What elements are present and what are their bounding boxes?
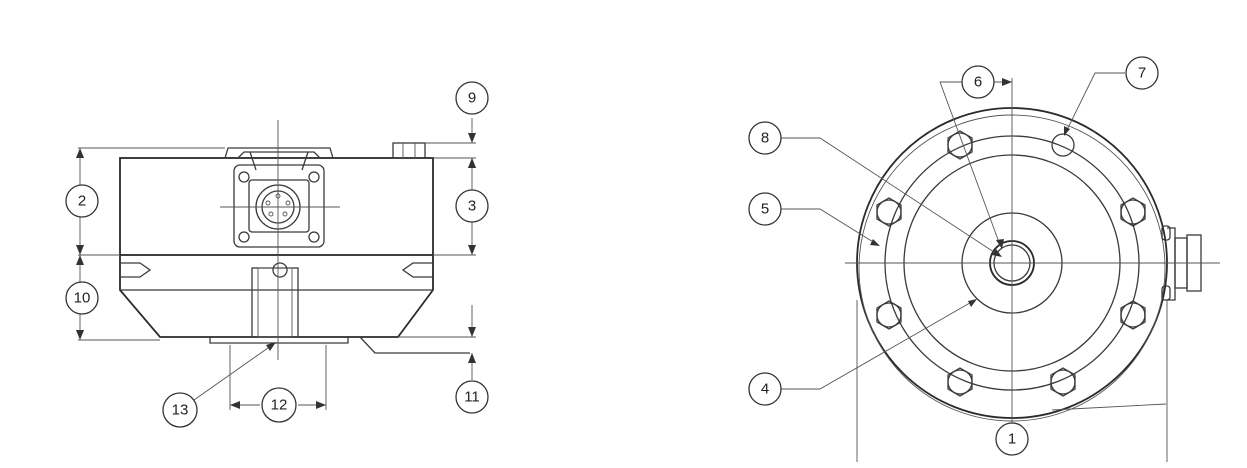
side-handle-legs <box>249 151 309 171</box>
dim-6-diagonal <box>939 81 1001 246</box>
callout-8: 8 <box>748 121 782 155</box>
callout-9: 9 <box>455 81 489 115</box>
plan-bolt <box>947 367 973 397</box>
side-top-handle-inner <box>237 151 321 159</box>
svg-text:11: 11 <box>464 389 480 406</box>
svg-text:2: 2 <box>78 193 86 210</box>
side-view: 9 2 3 10 11 12 13 <box>65 81 489 428</box>
plan-bolt <box>1120 300 1146 330</box>
leader-8 <box>780 137 1001 257</box>
callout-5: 5 <box>748 192 782 226</box>
callout-7: 7 <box>1125 56 1159 90</box>
callout-11: 11 <box>455 380 489 414</box>
callout-10: 10 <box>65 281 99 315</box>
callout-6: 6 <box>961 65 995 99</box>
leader-5 <box>780 208 879 246</box>
plan-bolt <box>876 197 902 227</box>
plan-connector-body <box>1167 227 1176 301</box>
side-center-bore <box>251 267 299 338</box>
side-foot-step <box>359 336 470 354</box>
svg-text:3: 3 <box>468 198 476 215</box>
side-bore-hole <box>272 262 288 278</box>
plan-open-hole <box>1051 133 1075 157</box>
svg-text:13: 13 <box>172 402 189 419</box>
side-top-bolt <box>392 142 426 159</box>
side-top-handle <box>224 147 334 159</box>
plan-view: 6 7 8 5 4 1 <box>748 56 1220 462</box>
svg-text:12: 12 <box>271 397 288 414</box>
plan-bolt <box>947 130 973 160</box>
callout-12: 12 <box>261 387 297 423</box>
side-foot <box>209 337 349 344</box>
callout-3: 3 <box>455 189 489 223</box>
svg-text:10: 10 <box>74 290 91 307</box>
leader-13 <box>193 342 276 401</box>
callout-2: 2 <box>65 184 99 218</box>
svg-text:8: 8 <box>761 130 769 147</box>
svg-text:7: 7 <box>1138 65 1146 82</box>
plan-bolt <box>1050 367 1076 397</box>
svg-text:4: 4 <box>761 381 769 398</box>
callout-13: 13 <box>162 392 198 428</box>
leader-4 <box>780 299 976 390</box>
svg-text:5: 5 <box>761 201 769 218</box>
plan-bolt <box>876 300 902 330</box>
side-center-bore-inner <box>257 267 293 338</box>
svg-text:1: 1 <box>1008 431 1016 448</box>
svg-text:9: 9 <box>468 90 476 107</box>
svg-text:6: 6 <box>974 74 982 91</box>
leader-7 <box>1064 72 1125 135</box>
side-hole-left <box>120 262 152 278</box>
callout-4: 4 <box>748 372 782 406</box>
side-hole-right <box>401 262 433 278</box>
callout-1: 1 <box>995 422 1029 456</box>
side-body-lower <box>119 255 434 338</box>
side-connector-flange <box>233 164 325 248</box>
side-body-upper <box>119 157 434 256</box>
plan-bolt <box>1120 197 1146 227</box>
